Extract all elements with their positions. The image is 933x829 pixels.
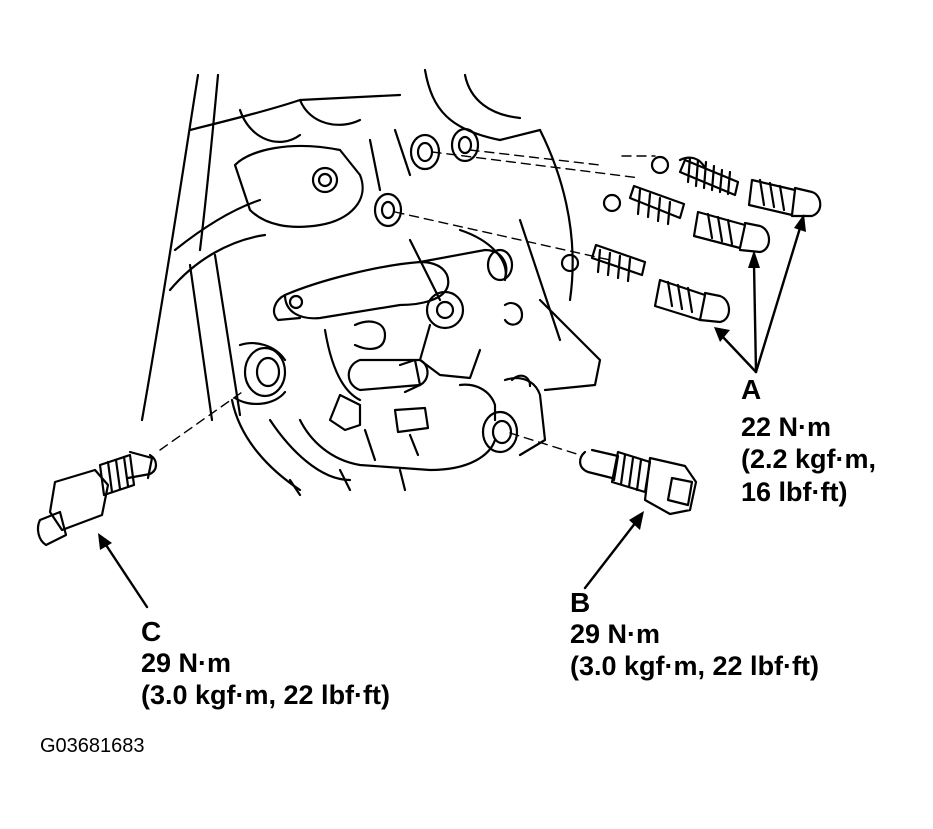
callout-a-torque-lbfft: 16 lbf·ft) — [741, 477, 848, 507]
arrow-a-to-upper-bolt — [754, 226, 802, 374]
plug-bolt-set-middle — [602, 184, 771, 254]
figure-code: G03681683 — [40, 735, 145, 757]
arrowhead-a-lower — [714, 327, 730, 342]
assembly-guide-lines — [159, 149, 656, 456]
callout-arrows — [104, 226, 802, 609]
callout-a-torque-nm: 22 N·m — [741, 412, 832, 442]
arrow-b-shaft — [583, 520, 638, 590]
callout-b-torque-detail: (3.0 kgf·m, 22 lbf·ft) — [570, 651, 820, 681]
arrow-a-to-lower-bolt — [720, 334, 758, 374]
arrowhead-b — [629, 511, 644, 530]
callout-b-torque-nm: 29 N·m — [570, 619, 661, 649]
transmission-housing — [140, 68, 602, 497]
arrowhead-a-middle — [748, 250, 760, 268]
callout-b-letter: B — [570, 587, 591, 618]
plug-bolt-set-lower — [560, 243, 731, 324]
callout-c-letter: C — [141, 616, 162, 647]
sensor-b — [579, 448, 698, 516]
plug-bolt-set-upper — [650, 155, 822, 218]
arrow-c-shaft — [104, 543, 149, 609]
sensor-c — [36, 450, 158, 547]
callout-a-torque-kgfm: (2.2 kgf·m, — [741, 444, 877, 474]
arrowhead-a-upper — [794, 214, 806, 232]
callout-c-torque-nm: 29 N·m — [141, 648, 232, 678]
callout-c-torque-detail: (3.0 kgf·m, 22 lbf·ft) — [141, 680, 391, 710]
arrowhead-c — [98, 533, 112, 550]
arrow-a-to-middle-bolt — [752, 262, 758, 374]
callout-a-letter: A — [741, 374, 762, 405]
shift-lever-assembly — [272, 248, 532, 462]
